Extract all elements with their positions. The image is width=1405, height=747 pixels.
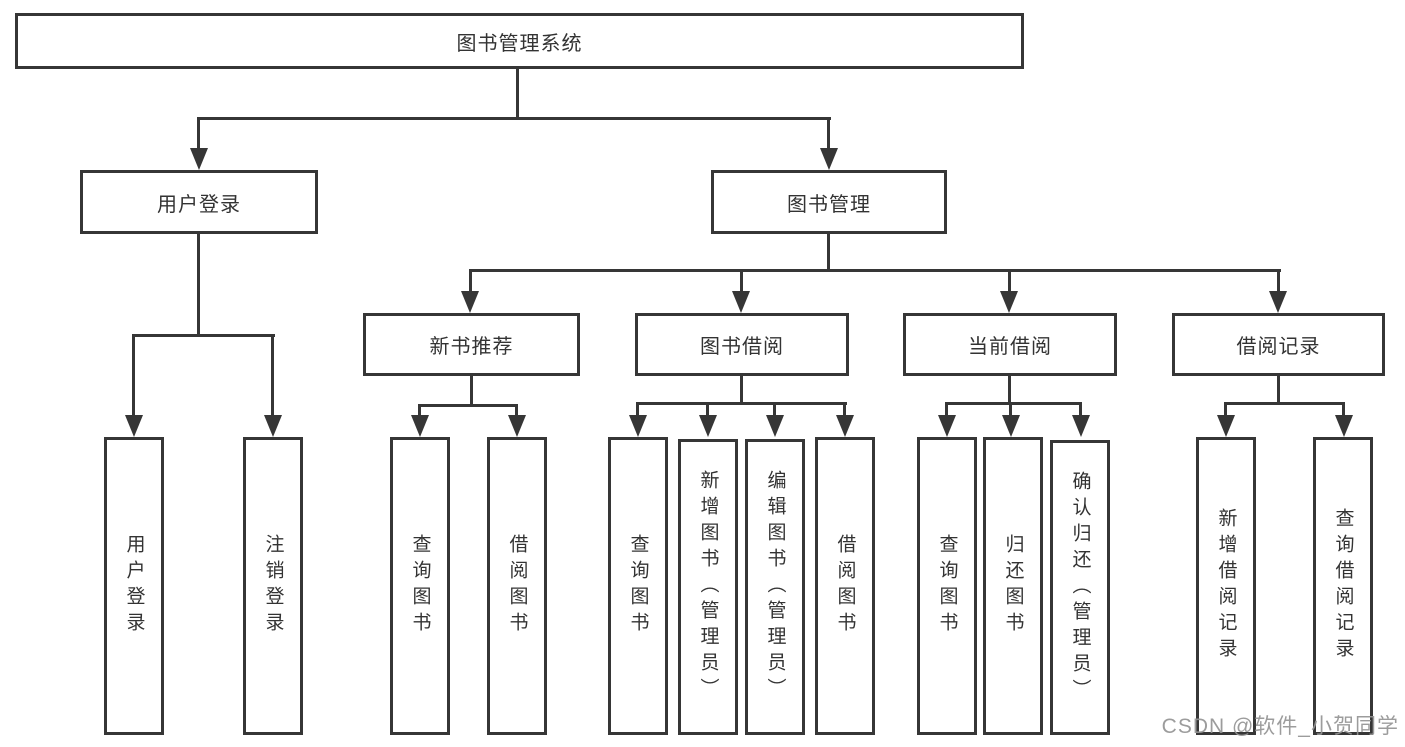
node-leaf-bb-query-label: 查询图书 [627,534,649,638]
connector-drop-book-borrow [740,269,743,291]
node-root-label: 图书管理系统 [456,32,583,55]
arrowhead-leaf-user-login [125,415,143,437]
node-leaf-bb-edit: 编辑图书（管理员） [745,439,805,735]
arrowhead-rec-query [411,415,429,437]
node-leaf-rec-borrow-label: 借阅图书 [506,534,528,638]
connector-book-mgmt-stem [827,234,830,271]
arrowhead-bb-edit [766,415,784,437]
arrowhead-current-borrow [1000,291,1018,313]
arrowhead-cb-confirm [1072,415,1090,437]
connector-current-borrow-stem [1008,376,1011,405]
connector-drop-br-query [1342,402,1345,417]
node-leaf-bb-borrow: 借阅图书 [815,437,875,735]
node-book-borrow-label: 图书借阅 [700,336,784,358]
connector-drop-bb-query [636,402,639,417]
node-leaf-cb-query: 查询图书 [917,437,977,735]
node-leaf-cb-query-label: 查询图书 [936,534,958,638]
node-leaf-logout-label: 注销登录 [262,534,284,638]
connector-drop-bb-borrow [843,402,846,417]
connector-drop-user-login [197,117,200,151]
arrowhead-br-add [1217,415,1235,437]
node-leaf-bb-add: 新增图书（管理员） [678,439,738,735]
node-leaf-logout: 注销登录 [243,437,303,735]
connector-drop-current-borrow [1008,269,1011,291]
arrowhead-book-mgmt [820,148,838,170]
node-book-mgmt: 图书管理 [711,170,947,234]
node-new-book-rec: 新书推荐 [363,313,580,376]
arrowhead-new-book-rec [461,291,479,313]
connector-drop-bb-add [706,402,709,417]
arrowhead-user-login [190,148,208,170]
node-leaf-user-login: 用户登录 [104,437,164,735]
connector-root-rail [197,117,831,120]
node-current-borrow-label: 当前借阅 [968,336,1052,358]
node-book-borrow: 图书借阅 [635,313,849,376]
node-leaf-bb-query: 查询图书 [608,437,668,735]
connector-root-stem [516,69,519,120]
arrowhead-bb-add [699,415,717,437]
node-new-book-rec-label: 新书推荐 [429,336,514,358]
node-leaf-bb-borrow-label: 借阅图书 [834,534,856,638]
arrowhead-bb-query [629,415,647,437]
arrowhead-cb-return [1002,415,1020,437]
connector-drop-cb-return [1009,402,1012,417]
connector-drop-book-mgmt [827,117,830,151]
connector-drop-bb-edit [773,402,776,417]
arrowhead-borrow-record [1269,291,1287,313]
node-leaf-cb-confirm-label: 确认归还（管理员） [1069,470,1091,705]
connector-drop-cb-confirm [1079,402,1082,417]
arrowhead-leaf-logout [264,415,282,437]
node-leaf-rec-query: 查询图书 [390,437,450,735]
node-leaf-cb-confirm: 确认归还（管理员） [1050,440,1110,735]
node-leaf-cb-return-label: 归还图书 [1002,534,1024,638]
connector-drop-rec-borrow [515,404,518,417]
arrowhead-rec-borrow [508,415,526,437]
node-root: 图书管理系统 [15,13,1024,69]
watermark: CSDN @软件_小贺同学 [1161,715,1399,738]
connector-drop-rec-query [418,404,421,417]
node-leaf-br-add-label: 新增借阅记录 [1215,508,1237,664]
connector-drop-borrow-record [1277,269,1280,291]
connector-user-login-stem [197,234,200,336]
node-leaf-br-query-label: 查询借阅记录 [1332,508,1354,664]
node-borrow-record: 借阅记录 [1172,313,1385,376]
node-leaf-bb-edit-label: 编辑图书（管理员） [764,470,786,704]
node-current-borrow: 当前借阅 [903,313,1117,376]
node-book-mgmt-label: 图书管理 [787,193,871,216]
connector-book-borrow-stem [740,376,743,405]
node-leaf-rec-query-label: 查询图书 [409,534,431,638]
connector-borrow-record-stem [1277,376,1280,405]
arrowhead-bb-borrow [836,415,854,437]
connector-current-borrow-rail [945,402,1082,405]
connector-new-book-rec-rail [418,404,518,407]
connector-drop-cb-query [945,402,948,417]
connector-drop-leaf-user-login [132,334,135,417]
connector-drop-leaf-logout [271,334,274,417]
connector-book-mgmt-rail [469,269,1281,272]
node-leaf-br-query: 查询借阅记录 [1313,437,1373,735]
node-user-login-label: 用户登录 [157,193,241,216]
arrowhead-br-query [1335,415,1353,437]
node-user-login: 用户登录 [80,170,318,234]
connector-drop-br-add [1224,402,1227,417]
connector-drop-new-book-rec [469,269,472,291]
arrowhead-cb-query [938,415,956,437]
node-borrow-record-label: 借阅记录 [1236,336,1321,358]
node-leaf-bb-add-label: 新增图书（管理员） [697,470,719,704]
node-leaf-user-login-label: 用户登录 [123,534,145,638]
connector-borrow-record-rail [1224,402,1345,405]
node-leaf-br-add: 新增借阅记录 [1196,437,1256,735]
connector-new-book-rec-stem [470,376,473,406]
arrowhead-book-borrow [732,291,750,313]
connector-user-login-rail [132,334,275,337]
node-leaf-cb-return: 归还图书 [983,437,1043,735]
node-leaf-rec-borrow: 借阅图书 [487,437,547,735]
connector-book-borrow-rail [636,402,847,405]
